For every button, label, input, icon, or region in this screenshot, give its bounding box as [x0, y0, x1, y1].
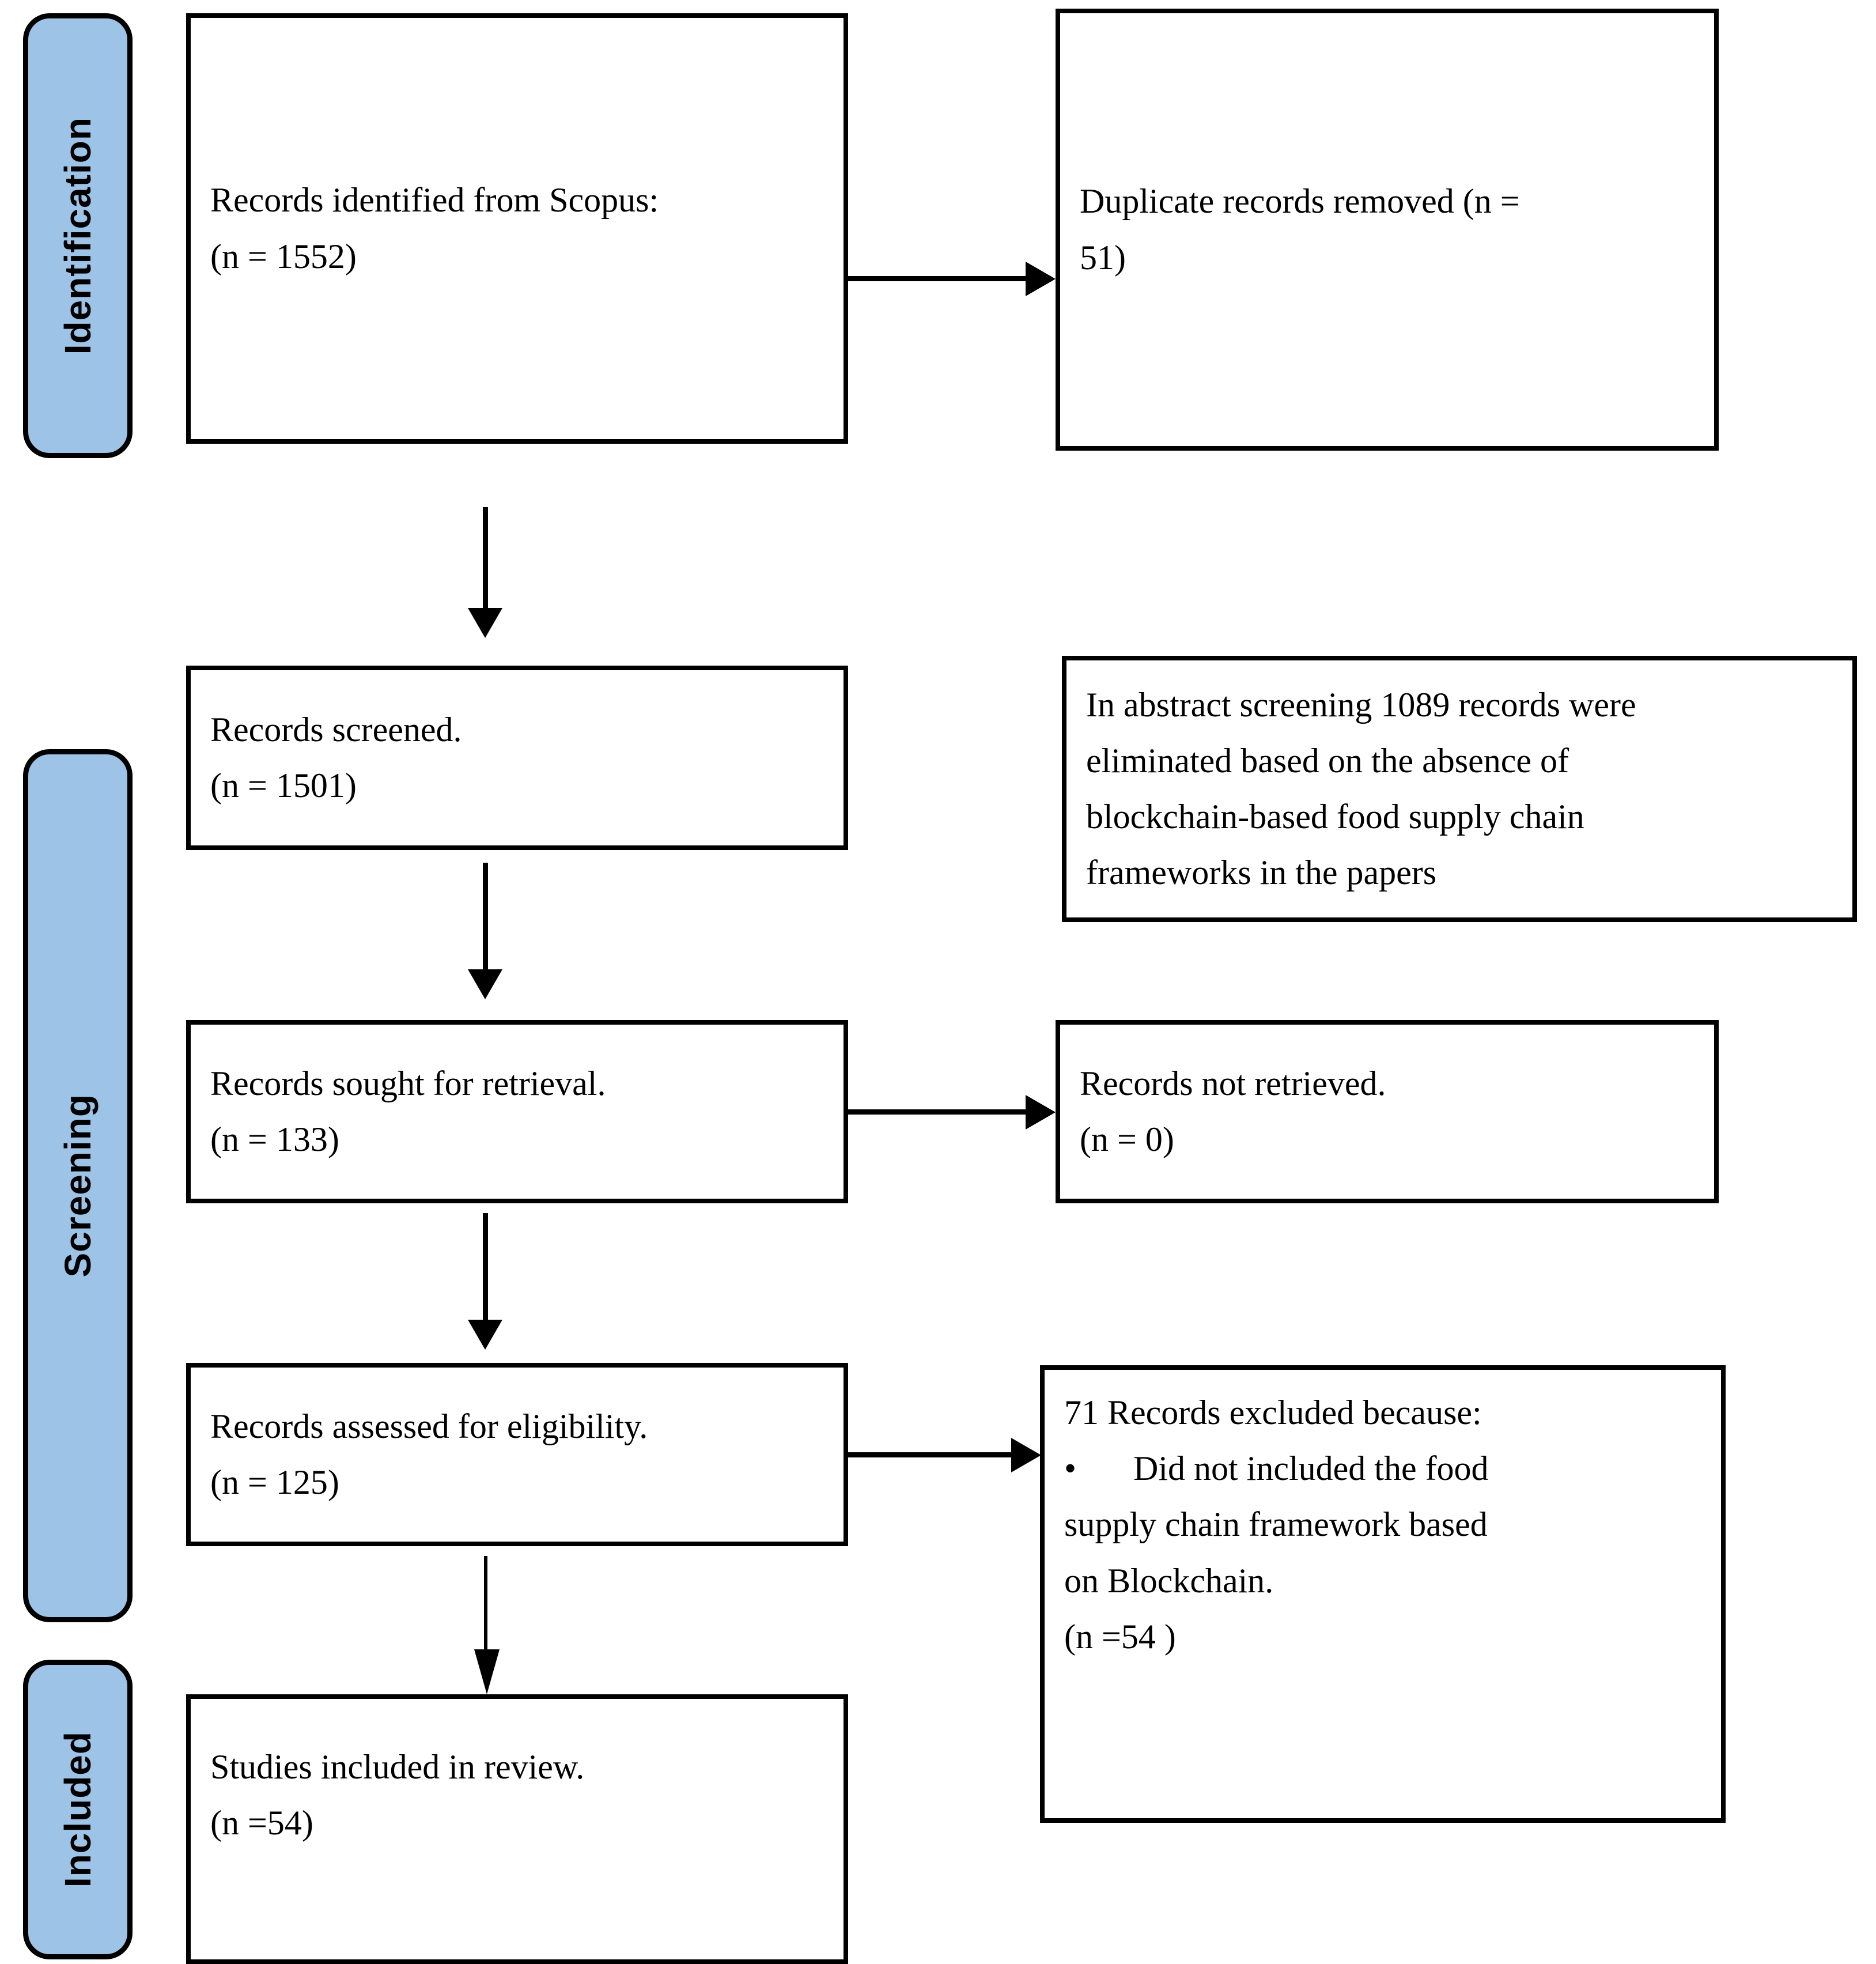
connector-assessed-to-excluded-line	[848, 1452, 1012, 1457]
records-assessed-title: Records assessed for eligibility.	[210, 1407, 648, 1445]
records-excluded-count: (n =54 )	[1064, 1617, 1176, 1656]
abstract-excluded-line-4: frameworks in the papers	[1086, 853, 1437, 892]
bullet-icon: •	[1064, 1449, 1077, 1488]
records-screened-count: (n = 1501)	[210, 766, 357, 805]
arrow-down-icon-assessed-to-included	[474, 1649, 500, 1694]
connector-sought-to-assessed-line	[483, 1213, 488, 1323]
arrow-right-icon-sought-to-notretrieved	[1026, 1095, 1056, 1130]
studies-included-count: (n =54)	[210, 1804, 313, 1842]
box-records-screened: Records screened. (n = 1501)	[186, 666, 848, 850]
box-records-excluded: 71 Records excluded because: • Did not i…	[1040, 1365, 1726, 1823]
phase-label-screening: Screening	[23, 749, 133, 1622]
studies-included-title: Studies included in review.	[210, 1748, 585, 1786]
records-identified-title: Records identified from Scopus:	[210, 181, 659, 220]
connector-sought-to-notretrieved-line	[848, 1109, 1028, 1115]
records-sought-count: (n = 133)	[210, 1120, 339, 1158]
duplicates-title: Duplicate records removed (n =	[1080, 182, 1520, 221]
abstract-excluded-line-2: eliminated based on the absence of	[1086, 741, 1569, 780]
box-records-identified: Records identified from Scopus: (n = 155…	[186, 13, 848, 444]
arrow-right-icon-assessed-to-excluded	[1011, 1438, 1041, 1472]
records-excluded-bullet-line-1: Did not included the food	[1133, 1449, 1489, 1488]
records-assessed-count: (n = 125)	[210, 1463, 339, 1501]
abstract-excluded-line-3: blockchain-based food supply chain	[1086, 798, 1584, 836]
records-identified-count: (n = 1552)	[210, 237, 357, 275]
box-abstract-screening-excluded: In abstract screening 1089 records were …	[1062, 656, 1857, 922]
phase-label-identification: Identification	[23, 13, 133, 458]
arrow-right-icon-identified-to-duplicates	[1026, 262, 1056, 296]
records-excluded-bullet-line-2: supply chain framework based	[1064, 1505, 1488, 1544]
box-duplicate-records-removed: Duplicate records removed (n = 51)	[1056, 9, 1719, 451]
arrow-down-icon-sought-to-assessed	[468, 1320, 502, 1350]
phase-label-included-text: Included	[57, 1731, 99, 1888]
arrow-down-icon-identified-to-screened	[468, 608, 502, 638]
phase-label-identification-text: Identification	[57, 116, 99, 355]
records-excluded-bullet-line-3: on Blockchain.	[1064, 1561, 1274, 1600]
box-studies-included-in-review: Studies included in review. (n =54)	[186, 1694, 848, 1964]
duplicates-count: 51)	[1080, 238, 1126, 277]
box-records-not-retrieved: Records not retrieved. (n = 0)	[1056, 1020, 1719, 1203]
abstract-excluded-line-1: In abstract screening 1089 records were	[1086, 685, 1636, 724]
connector-identified-to-screened-line	[483, 507, 488, 611]
connector-identified-to-duplicates-line	[848, 276, 1028, 281]
connector-screened-to-sought-line	[483, 863, 488, 972]
records-not-retrieved-count: (n = 0)	[1080, 1120, 1174, 1158]
records-sought-title: Records sought for retrieval.	[210, 1064, 606, 1102]
records-screened-title: Records screened.	[210, 710, 462, 749]
phase-label-screening-text: Screening	[57, 1094, 99, 1278]
records-excluded-bullet-row: • Did not included the food	[1064, 1441, 1701, 1497]
arrow-down-icon-screened-to-sought	[468, 969, 502, 999]
box-records-assessed-for-eligibility: Records assessed for eligibility. (n = 1…	[186, 1363, 848, 1546]
records-not-retrieved-title: Records not retrieved.	[1080, 1064, 1386, 1102]
phase-label-included: Included	[23, 1660, 133, 1959]
records-excluded-title: 71 Records excluded because:	[1064, 1393, 1482, 1432]
box-records-sought-for-retrieval: Records sought for retrieval. (n = 133)	[186, 1020, 848, 1203]
connector-assessed-to-included-line	[484, 1556, 487, 1654]
